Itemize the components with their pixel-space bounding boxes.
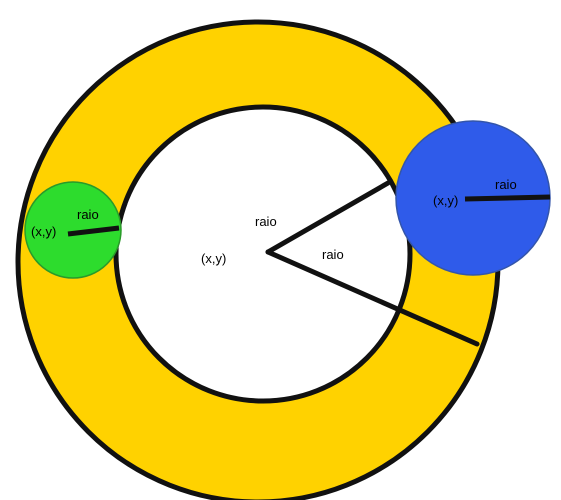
center-radius-upper-line [265, 180, 391, 255]
green-circle [24, 181, 122, 279]
center-point-label: (x,y) [201, 251, 226, 266]
center-radius-lower-label: raio [322, 247, 344, 262]
green-radius-label: raio [77, 207, 99, 222]
center-radius-lower-line [265, 249, 480, 347]
blue-radius-label: raio [495, 177, 517, 192]
blue-radius-line [464, 194, 551, 202]
center-radius-upper-label: raio [255, 214, 277, 229]
green-point-label: (x,y) [31, 224, 56, 239]
inner-hole-circle [113, 104, 413, 404]
blue-point-label: (x,y) [433, 193, 458, 208]
green-radius-line [67, 225, 120, 237]
